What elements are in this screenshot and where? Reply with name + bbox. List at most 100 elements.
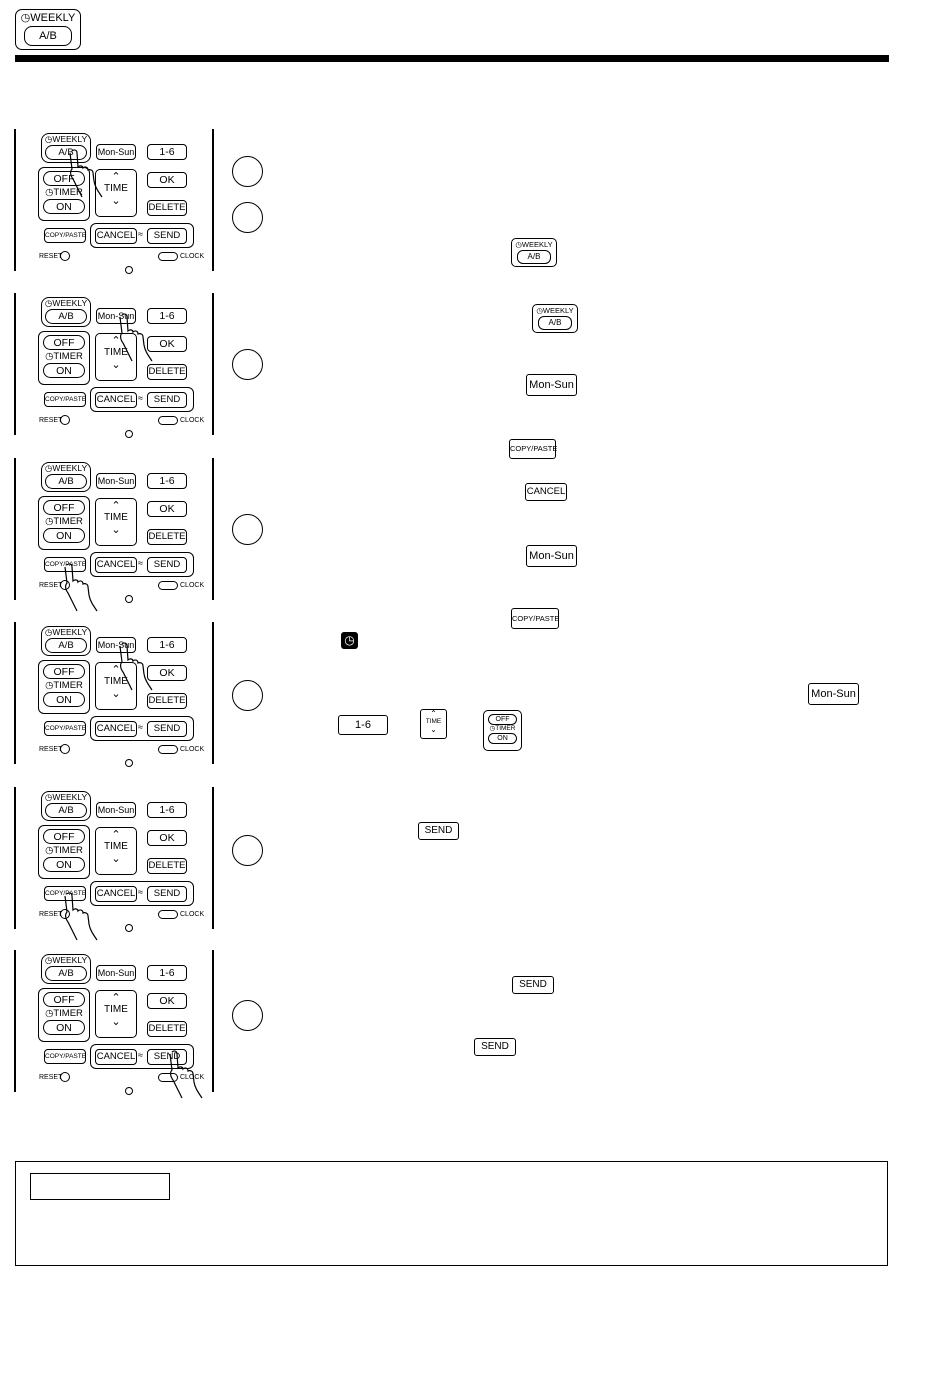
send-button[interactable]: SEND <box>147 392 187 408</box>
copy-paste-button[interactable]: COPY/PASTE <box>44 228 86 243</box>
delete-button[interactable]: DELETE <box>147 529 187 545</box>
chevron-down-icon: ⌄ <box>111 853 121 865</box>
mon-sun-button[interactable]: Mon-Sun <box>96 473 136 489</box>
timer-label: ◷TIMER <box>45 516 83 527</box>
one-six-button[interactable]: 1-6 <box>147 637 187 653</box>
weekly-button-group <box>41 462 91 492</box>
wireless-icon: ≈ <box>138 722 143 732</box>
off-button[interactable]: OFF <box>43 335 85 350</box>
weekly-label: ◷WEEKLY <box>44 792 88 802</box>
one-six-button[interactable]: 1-6 <box>147 144 187 160</box>
ab-button[interactable]: A/B <box>45 474 87 489</box>
send-button[interactable]: SEND <box>147 228 187 244</box>
one-six-button[interactable]: 1-6 <box>147 965 187 981</box>
time-rocker[interactable]: ⌃ TIME ⌄ <box>95 169 137 217</box>
off-button[interactable]: OFF <box>43 664 85 679</box>
reset-button[interactable] <box>60 415 70 425</box>
reset-button[interactable] <box>60 744 70 754</box>
on-button[interactable]: ON <box>43 363 85 378</box>
copy-paste-button[interactable]: COPY/PASTE <box>44 721 86 736</box>
weekly-label: ◷WEEKLY <box>44 627 88 637</box>
send-button[interactable]: SEND <box>147 886 187 902</box>
ab-button[interactable]: A/B <box>45 966 87 981</box>
clock-label: CLOCK <box>180 1074 205 1081</box>
cancel-button[interactable]: CANCEL <box>95 392 137 408</box>
chevron-up-icon: ⌃ <box>430 709 437 718</box>
on-button[interactable]: ON <box>43 199 85 214</box>
delete-button[interactable]: DELETE <box>147 693 187 709</box>
ok-button[interactable]: OK <box>147 830 187 846</box>
copy-paste-button[interactable]: COPY/PASTE <box>44 886 86 901</box>
weekly-icon-ab: A/B <box>538 316 572 330</box>
ok-button[interactable]: OK <box>147 665 187 681</box>
mon-sun-button[interactable]: Mon-Sun <box>96 308 136 324</box>
cancel-button[interactable]: CANCEL <box>95 557 137 573</box>
ok-button[interactable]: OK <box>147 501 187 517</box>
reset-button[interactable] <box>60 580 70 590</box>
off-button[interactable]: OFF <box>43 171 85 186</box>
mon-sun-button[interactable]: Mon-Sun <box>96 965 136 981</box>
ab-button[interactable]: A/B <box>45 638 87 653</box>
cancel-button[interactable]: CANCEL <box>95 721 137 737</box>
send-button[interactable]: SEND <box>147 1049 187 1065</box>
one-six-button[interactable]: 1-6 <box>147 473 187 489</box>
remote-bottom-notch <box>125 759 133 767</box>
clock-button[interactable] <box>158 910 178 919</box>
clock-button[interactable] <box>158 745 178 754</box>
off-timer-on-icon: OFF ◷TIMER ON <box>483 710 522 751</box>
ab-button[interactable]: A/B <box>45 309 87 324</box>
clock-button[interactable] <box>158 1073 178 1082</box>
send-button[interactable]: SEND <box>147 721 187 737</box>
remote-panel-5: ◷WEEKLY A/B Mon-Sun 1-6 OFF ◷TIMER ON ⌃ … <box>14 787 214 941</box>
copy-paste-button[interactable]: COPY/PASTE <box>44 1049 86 1064</box>
ok-button[interactable]: OK <box>147 172 187 188</box>
ok-button[interactable]: OK <box>147 336 187 352</box>
reset-button[interactable] <box>60 251 70 261</box>
time-rocker[interactable]: ⌃ TIME ⌄ <box>95 498 137 546</box>
cancel-button[interactable]: CANCEL <box>95 1049 137 1065</box>
off-button[interactable]: OFF <box>43 992 85 1007</box>
one-six-button[interactable]: 1-6 <box>147 308 187 324</box>
ab-button[interactable]: A/B <box>45 803 87 818</box>
ok-button[interactable]: OK <box>147 993 187 1009</box>
off-button[interactable]: OFF <box>43 829 85 844</box>
reset-label: RESET <box>39 1074 63 1081</box>
wireless-icon: ≈ <box>138 1050 143 1060</box>
step-circle <box>232 680 263 711</box>
cancel-button[interactable]: CANCEL <box>95 886 137 902</box>
clock-button[interactable] <box>158 581 178 590</box>
delete-button[interactable]: DELETE <box>147 200 187 216</box>
reset-button[interactable] <box>60 909 70 919</box>
send-button[interactable]: SEND <box>147 557 187 573</box>
off-icon-label: OFF <box>488 714 517 725</box>
clock-button[interactable] <box>158 416 178 425</box>
copy-paste-button[interactable]: COPY/PASTE <box>44 557 86 572</box>
on-button[interactable]: ON <box>43 692 85 707</box>
mon-sun-button[interactable]: Mon-Sun <box>96 144 136 160</box>
delete-button[interactable]: DELETE <box>147 1021 187 1037</box>
delete-button[interactable]: DELETE <box>147 364 187 380</box>
mon-sun-button[interactable]: Mon-Sun <box>96 802 136 818</box>
one-six-button[interactable]: 1-6 <box>147 802 187 818</box>
time-rocker[interactable]: ⌃ TIME ⌄ <box>95 333 137 381</box>
weekly-button-group <box>41 791 91 821</box>
ab-button[interactable]: A/B <box>45 145 87 160</box>
on-button[interactable]: ON <box>43 528 85 543</box>
delete-button[interactable]: DELETE <box>147 858 187 874</box>
on-button[interactable]: ON <box>43 1020 85 1035</box>
time-rocker[interactable]: ⌃ TIME ⌄ <box>95 990 137 1038</box>
logo-weekly-label: ◷WEEKLY <box>20 12 76 24</box>
copy-paste-button[interactable]: COPY/PASTE <box>44 392 86 407</box>
cancel-button[interactable]: CANCEL <box>95 228 137 244</box>
reset-button[interactable] <box>60 1072 70 1082</box>
mon-sun-button[interactable]: Mon-Sun <box>96 637 136 653</box>
on-button[interactable]: ON <box>43 857 85 872</box>
chevron-up-icon: ⌃ <box>111 171 121 183</box>
time-rocker[interactable]: ⌃ TIME ⌄ <box>95 827 137 875</box>
remote-bottom-notch <box>125 924 133 932</box>
chevron-up-icon: ⌃ <box>111 500 121 512</box>
time-label: TIME <box>104 347 128 358</box>
clock-button[interactable] <box>158 252 178 261</box>
time-rocker[interactable]: ⌃ TIME ⌄ <box>95 662 137 710</box>
off-button[interactable]: OFF <box>43 500 85 515</box>
